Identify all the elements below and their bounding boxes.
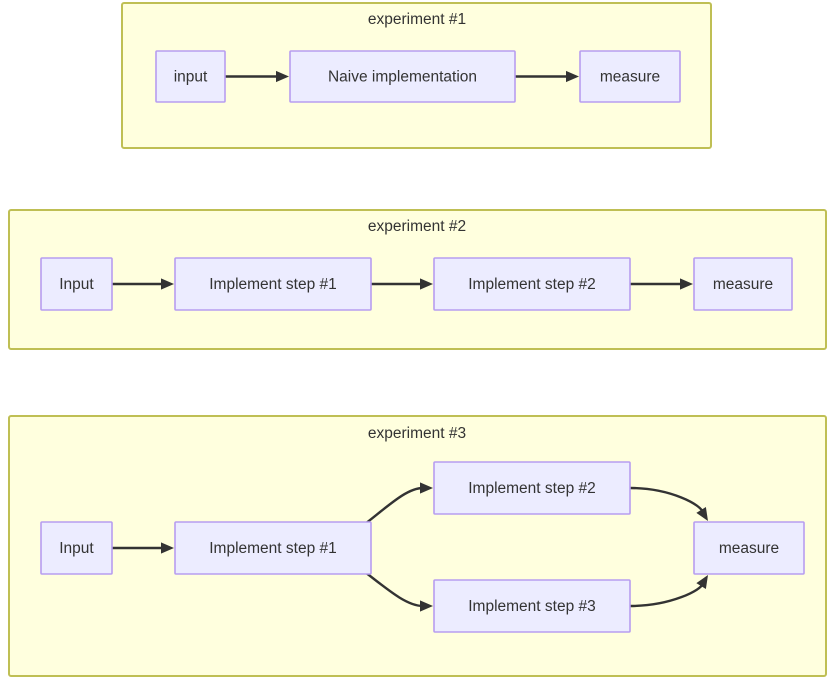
- node-box[interactable]: [289, 50, 516, 103]
- node-label: input: [174, 69, 208, 86]
- subgraph-title: experiment #1: [368, 11, 466, 28]
- subgraph-experiment-1: experiment #1 input Naive implementation me…: [121, 2, 712, 149]
- edge-arrowhead: [696, 575, 708, 589]
- node-e3-step1[interactable]: Implement step #1: [174, 521, 372, 575]
- node-label: Implement step #2: [468, 276, 596, 293]
- node-box[interactable]: [155, 50, 226, 103]
- node-e2-step1[interactable]: Implement step #1: [174, 257, 372, 311]
- node-label: Input: [59, 540, 94, 557]
- edges: [112, 482, 708, 612]
- node-box[interactable]: [693, 257, 793, 311]
- edge-arrowhead: [566, 70, 579, 83]
- node-e2-step2[interactable]: Implement step #2: [433, 257, 631, 311]
- node-box[interactable]: [433, 461, 631, 515]
- subgraph-title: experiment #3: [368, 425, 466, 442]
- edges: [112, 278, 693, 290]
- node-label: Implement step #3: [468, 598, 596, 615]
- edge-arrowhead: [420, 278, 433, 290]
- subgraph-title: experiment #2: [368, 218, 466, 235]
- edge-arrowhead: [161, 278, 174, 290]
- edge-arrowhead: [696, 507, 708, 521]
- node-box[interactable]: [40, 257, 113, 311]
- node-box[interactable]: [693, 521, 805, 575]
- subgraph-experiment-2: experiment #2 Input Implement step #1 Imple…: [8, 209, 827, 350]
- node-label: measure: [713, 276, 773, 293]
- node-e3-measure[interactable]: measure: [693, 521, 805, 575]
- node-e3-step2[interactable]: Implement step #2: [433, 461, 631, 515]
- node-e1-naive[interactable]: Naive implementation: [289, 50, 516, 103]
- edge-arrowhead: [276, 70, 289, 83]
- node-e2-input[interactable]: Input: [40, 257, 113, 311]
- node-box[interactable]: [174, 521, 372, 575]
- subgraph-container: [8, 209, 827, 350]
- node-e1-input[interactable]: input: [155, 50, 226, 103]
- edge-arrowhead: [680, 278, 693, 290]
- node-box[interactable]: [433, 257, 631, 311]
- node-label: measure: [719, 540, 779, 557]
- node-label: Naive implementation: [328, 69, 477, 86]
- node-box[interactable]: [174, 257, 372, 311]
- edges: [225, 70, 579, 83]
- node-label: Implement step #1: [209, 540, 337, 557]
- subgraph-experiment-3: experiment #3 Input Implement step #1 Imple…: [8, 415, 827, 677]
- edge-arrowhead: [420, 600, 433, 612]
- node-label: Input: [59, 276, 94, 293]
- node-label: Implement step #1: [209, 276, 337, 293]
- edge-line: [364, 486, 424, 525]
- node-box[interactable]: [579, 50, 681, 103]
- node-box[interactable]: [40, 521, 113, 575]
- edge-line: [364, 571, 424, 608]
- node-e3-input[interactable]: Input: [40, 521, 113, 575]
- node-e1-measure[interactable]: measure: [579, 50, 681, 103]
- node-e3-step3[interactable]: Implement step #3: [433, 579, 631, 633]
- node-e2-measure[interactable]: measure: [693, 257, 793, 311]
- edge-arrowhead: [420, 482, 433, 494]
- node-label: measure: [600, 69, 660, 86]
- edge-arrowhead: [161, 542, 174, 554]
- node-label: Implement step #2: [468, 480, 596, 497]
- node-box[interactable]: [433, 579, 631, 633]
